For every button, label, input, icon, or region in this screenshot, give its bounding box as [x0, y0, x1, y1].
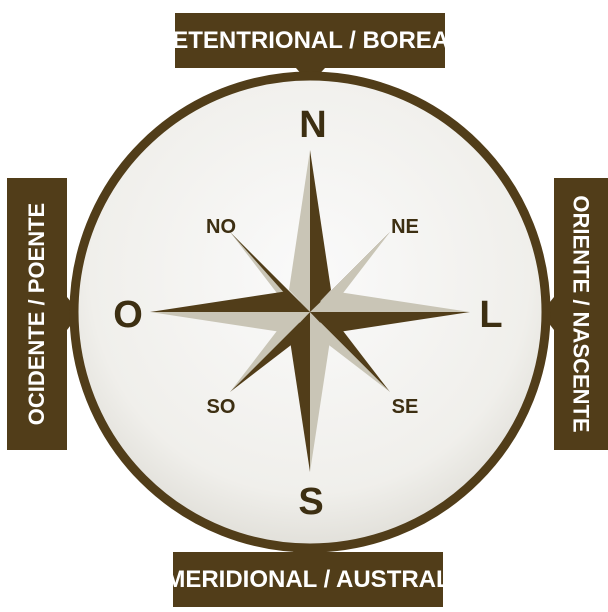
- south-name-label: MERIDIONAL / AUSTRAL: [173, 552, 443, 607]
- north-letter: N: [299, 104, 326, 146]
- southeast-label: SE: [392, 396, 419, 418]
- south-name-text: MERIDIONAL / AUSTRAL: [165, 566, 450, 594]
- northwest-label: NO: [206, 216, 236, 238]
- north-name-label: SETENTRIONAL / BOREAL: [175, 13, 445, 68]
- east-name-text: ORIENTE / NASCENTE: [568, 195, 594, 432]
- east-letter: L: [479, 294, 502, 336]
- southwest-label: SO: [207, 396, 236, 418]
- north-name-text: SETENTRIONAL / BOREAL: [156, 27, 464, 55]
- northeast-label: NE: [391, 216, 419, 238]
- west-name-label: OCIDENTE / POENTE: [7, 178, 67, 450]
- west-letter: O: [113, 294, 143, 336]
- south-letter: S: [298, 481, 323, 523]
- east-name-label: ORIENTE / NASCENTE: [554, 178, 608, 450]
- west-name-text: OCIDENTE / POENTE: [24, 203, 50, 425]
